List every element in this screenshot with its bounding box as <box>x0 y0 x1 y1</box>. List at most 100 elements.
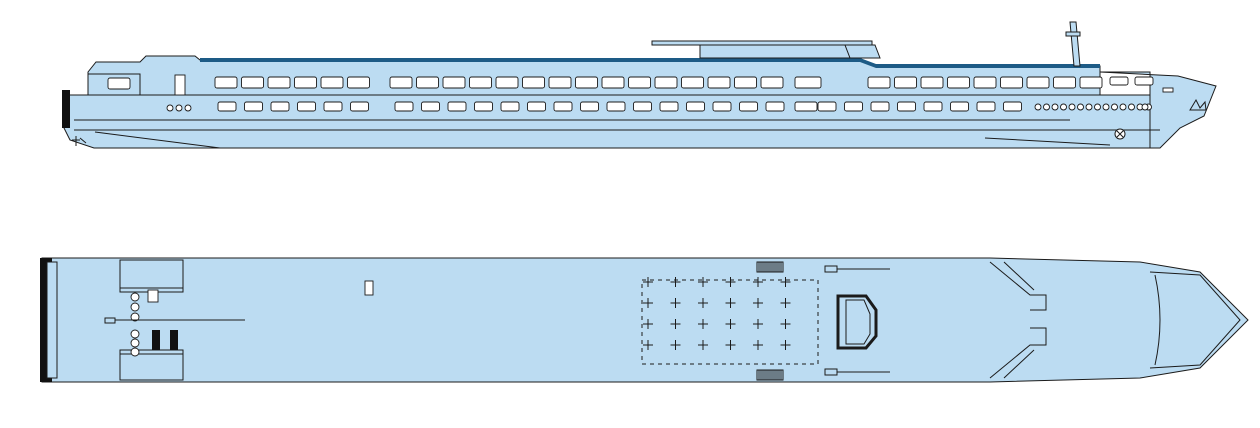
stern-door <box>174 74 186 96</box>
upper-window <box>416 76 439 89</box>
lower-window <box>739 101 758 112</box>
upper-window <box>734 76 757 89</box>
upper-window <box>601 76 625 89</box>
lower-window <box>765 101 785 112</box>
lower-window <box>659 101 679 112</box>
aft-circle <box>130 292 140 302</box>
upper-window <box>347 76 370 89</box>
upper-window <box>1026 76 1050 89</box>
porthole <box>1077 103 1084 111</box>
lower-window <box>794 101 818 112</box>
upper-window <box>947 76 970 89</box>
aft-bar-2 <box>170 330 178 350</box>
plan-stern-inner <box>46 261 58 379</box>
seat-marker <box>725 340 736 350</box>
seat-marker <box>698 340 708 350</box>
seat-marker <box>698 319 708 329</box>
lower-window <box>500 101 520 112</box>
anchor-icon <box>1114 128 1126 140</box>
seating-grid <box>643 277 791 350</box>
seat-marker <box>780 319 791 329</box>
porthole <box>166 104 174 112</box>
lower-window <box>447 101 467 112</box>
porthole <box>1119 103 1127 111</box>
bow <box>1099 71 1217 149</box>
seat-marker <box>698 277 708 287</box>
porthole <box>1043 103 1050 111</box>
seat-marker <box>753 277 763 287</box>
seat-marker <box>670 340 681 350</box>
grille-bottom <box>756 369 784 381</box>
grille-frame <box>756 369 784 381</box>
seat-marker <box>725 298 736 308</box>
roof-line <box>200 58 1100 68</box>
mast-top <box>1065 31 1081 37</box>
wheelhouse <box>844 44 881 59</box>
aft-circle <box>130 312 140 322</box>
seat-marker <box>643 340 653 350</box>
grille-top <box>756 261 784 273</box>
forward-bulwark-bottom-2 <box>1003 349 1035 379</box>
upper-window <box>522 76 545 89</box>
aft-circle <box>130 329 140 339</box>
seat-marker <box>753 340 763 350</box>
upper-window <box>920 76 944 89</box>
seat-marker <box>643 298 653 308</box>
aft-bar-1 <box>152 330 160 350</box>
lower-window <box>976 101 996 112</box>
aft-house-top <box>119 259 184 293</box>
upper-window <box>707 76 731 89</box>
upper-window <box>1134 76 1154 86</box>
upper-window <box>575 76 598 89</box>
seat-marker <box>780 340 791 350</box>
porthole <box>1141 103 1149 111</box>
lower-window <box>686 101 705 112</box>
lower-window <box>323 101 343 112</box>
lower-window <box>270 101 290 112</box>
bow-window <box>1162 87 1174 93</box>
lower-window <box>870 101 890 112</box>
upper-window <box>214 76 238 89</box>
bow-logo-icon <box>1189 98 1207 111</box>
seat-marker <box>670 319 681 329</box>
aft-box <box>147 289 159 303</box>
porthole <box>1128 103 1135 111</box>
porthole <box>184 104 192 112</box>
upper-window <box>442 76 466 89</box>
upper-window <box>681 76 704 89</box>
porthole <box>1034 103 1042 111</box>
plan-wheelhouse-inner <box>845 299 871 345</box>
upper-window <box>241 76 264 89</box>
upper-window <box>548 76 572 89</box>
lower-window <box>923 101 943 112</box>
lower-window <box>817 101 837 112</box>
upper-window <box>294 76 317 89</box>
upper-window <box>794 76 822 89</box>
aft-circle <box>130 302 140 312</box>
forward-bulwark-bottom <box>989 327 1047 379</box>
seat-marker <box>698 298 708 308</box>
seat-marker <box>670 277 681 287</box>
porthole <box>1111 103 1118 111</box>
rail-top-post <box>824 265 838 273</box>
upper-window <box>495 76 519 89</box>
lower-window <box>297 101 316 112</box>
porthole <box>1085 103 1093 111</box>
porthole <box>175 104 183 112</box>
upper-window <box>267 76 291 89</box>
porthole <box>1094 103 1101 111</box>
seat-marker <box>753 319 763 329</box>
bow-curve <box>1154 274 1161 366</box>
upper-window <box>760 76 784 89</box>
propeller-icon <box>72 136 87 146</box>
sun-deck-canopy <box>651 40 873 46</box>
upper-window <box>1053 76 1076 89</box>
aft-circle <box>130 347 140 357</box>
lower-window <box>950 101 969 112</box>
lower-window <box>606 101 626 112</box>
upper-window <box>389 76 413 89</box>
lower-window <box>421 101 440 112</box>
lower-windows <box>217 101 1022 112</box>
aft-circles <box>130 292 140 357</box>
aft-circle <box>130 338 140 348</box>
